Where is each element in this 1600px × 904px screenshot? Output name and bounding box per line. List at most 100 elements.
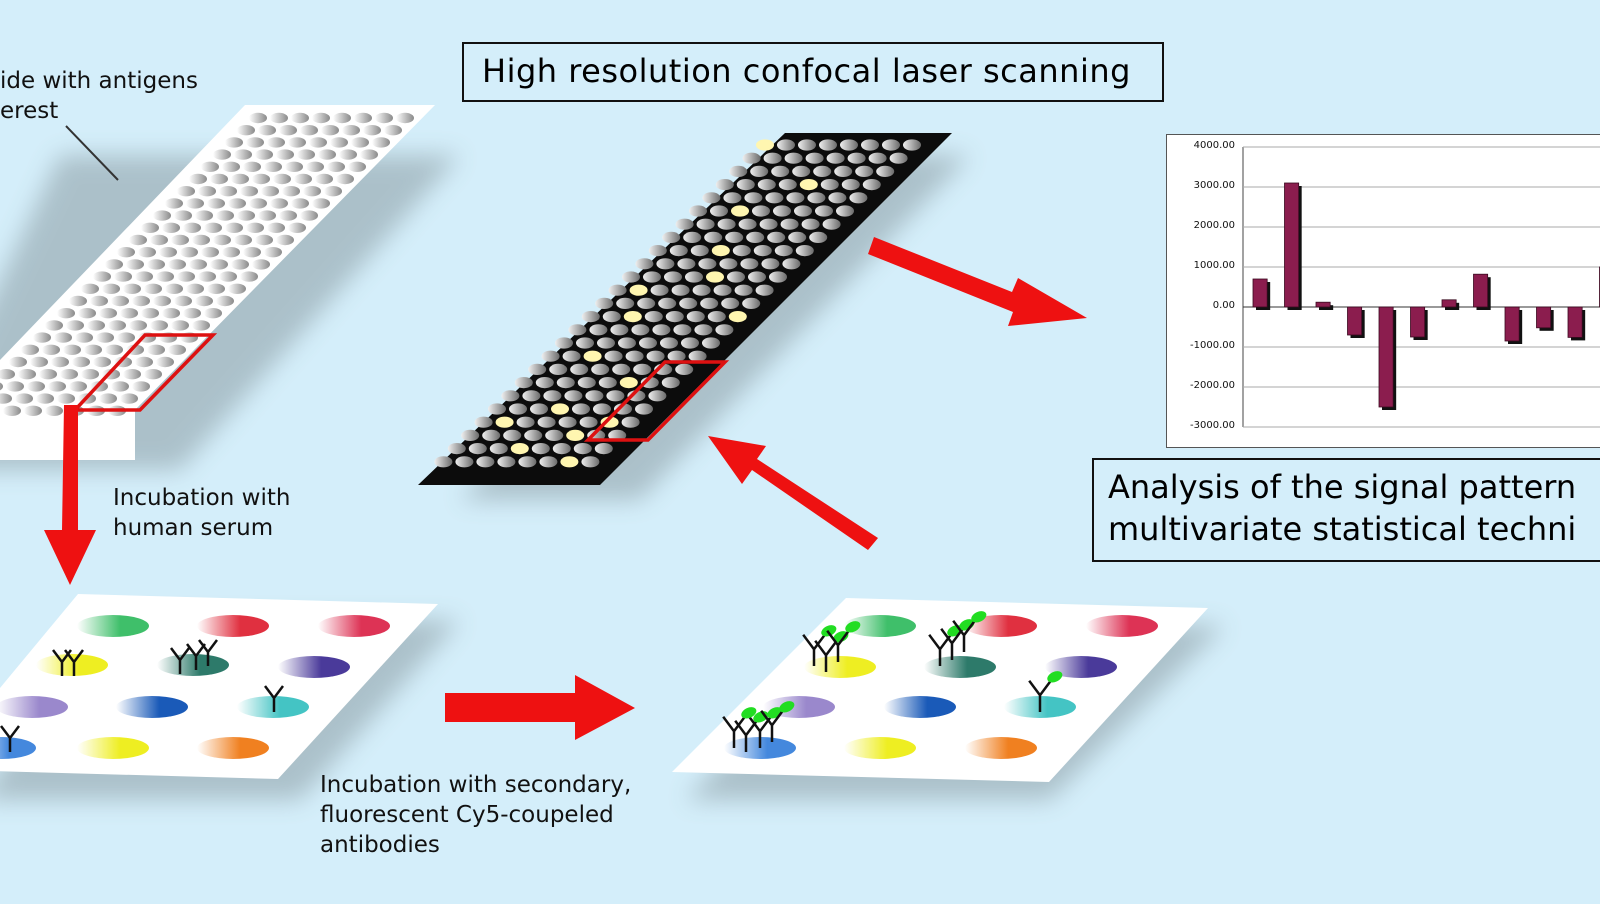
slide-spot xyxy=(75,332,93,342)
bar xyxy=(1505,307,1519,341)
scan-spot xyxy=(721,298,739,309)
scan-spot xyxy=(578,377,596,388)
analysis-line1: Analysis of the signal pattern xyxy=(1108,467,1576,507)
slide-spot xyxy=(216,210,234,220)
scan-spot xyxy=(693,285,711,296)
scan-spot xyxy=(539,456,557,467)
slide-spot xyxy=(396,113,414,123)
scan-spot xyxy=(626,351,644,362)
scan-spot xyxy=(555,337,573,348)
scan-spot xyxy=(606,390,624,401)
scan-spot xyxy=(765,192,783,203)
scan-spot xyxy=(689,351,707,362)
scan-spot xyxy=(455,456,473,467)
scan-spot xyxy=(645,311,663,322)
y-tick-label: 3000.00 xyxy=(1167,180,1235,191)
scan-spot xyxy=(806,153,824,164)
scan-spot xyxy=(595,298,613,309)
scan-spot xyxy=(761,258,779,269)
scan-spot xyxy=(685,271,703,282)
slide-spot xyxy=(111,381,129,391)
slide-spot xyxy=(312,113,330,123)
scan-spot xyxy=(582,311,600,322)
slide-label-line2: erest xyxy=(0,96,58,126)
scan-spot xyxy=(752,205,770,216)
scan-spot xyxy=(691,245,709,256)
scan-spot xyxy=(744,192,762,203)
scan-spot xyxy=(708,311,726,322)
slide-spot xyxy=(69,296,87,306)
scan-spot xyxy=(827,153,845,164)
scan-spot-lit xyxy=(630,285,648,296)
slide-spot xyxy=(27,381,45,391)
slide-spot xyxy=(291,113,309,123)
slide-spot xyxy=(192,320,210,330)
slide-spot xyxy=(222,247,240,257)
slide-spot xyxy=(186,284,204,294)
slide-spot xyxy=(3,406,21,416)
scan-spot xyxy=(570,364,588,375)
scan-spot xyxy=(475,417,493,428)
scan-spot xyxy=(809,232,827,243)
slide-spot xyxy=(288,137,306,147)
spot-blue xyxy=(116,696,188,718)
scan-spot xyxy=(651,285,669,296)
scan-spot xyxy=(668,351,686,362)
slide-spot xyxy=(171,320,189,330)
scan-spot xyxy=(798,139,816,150)
y-tick-label: -2000.00 xyxy=(1167,380,1235,391)
slide-spot xyxy=(258,210,276,220)
slide-spot xyxy=(81,284,99,294)
slide-spot xyxy=(30,357,48,367)
slide-spot xyxy=(228,198,246,208)
arrow-to-chart xyxy=(868,237,1087,326)
slide-spot xyxy=(315,174,333,184)
slide-spot xyxy=(156,357,174,367)
scan-spot xyxy=(773,205,791,216)
scan-spot xyxy=(679,298,697,309)
slide-spot xyxy=(189,174,207,184)
spot-teal xyxy=(157,654,229,676)
slide-spot xyxy=(6,381,24,391)
spot-purple xyxy=(278,656,350,678)
scan-spot xyxy=(662,232,680,243)
slide-spot xyxy=(102,284,120,294)
scan-spot xyxy=(553,443,571,454)
scan-spot xyxy=(758,179,776,190)
slide-spot xyxy=(279,125,297,135)
scan-spot-lit xyxy=(566,430,584,441)
slide-spot xyxy=(144,284,162,294)
scan-spot xyxy=(448,443,466,454)
scan-spot xyxy=(739,219,757,230)
scan-spot-lit xyxy=(560,456,578,467)
scan-spot xyxy=(543,390,561,401)
scan-spot xyxy=(807,192,825,203)
slide-spot xyxy=(330,137,348,147)
scan-spot xyxy=(740,258,758,269)
scan-spot xyxy=(664,271,682,282)
scan-spot xyxy=(545,430,563,441)
scan-spot xyxy=(503,430,521,441)
slide-spot xyxy=(66,320,84,330)
scan-spot xyxy=(760,219,778,230)
slide-spot xyxy=(153,210,171,220)
slide-spot xyxy=(195,296,213,306)
slide-spot xyxy=(273,174,291,184)
scan-spot xyxy=(652,324,670,335)
scan-spot xyxy=(737,179,755,190)
slide-spot xyxy=(225,223,243,233)
scan-spot xyxy=(819,139,837,150)
scan-spot xyxy=(618,337,636,348)
analysis-line2: multivariate statistical techni xyxy=(1108,509,1576,549)
scan-spot xyxy=(785,153,803,164)
scan-spot xyxy=(719,258,737,269)
slide-spot xyxy=(39,369,57,379)
slide-spot xyxy=(342,125,360,135)
scan-spot xyxy=(488,403,506,414)
slide-spot xyxy=(348,162,366,172)
scan-spot xyxy=(530,403,548,414)
slide-spot xyxy=(120,308,138,318)
slide-spot xyxy=(99,393,117,403)
slide-spot xyxy=(246,223,264,233)
